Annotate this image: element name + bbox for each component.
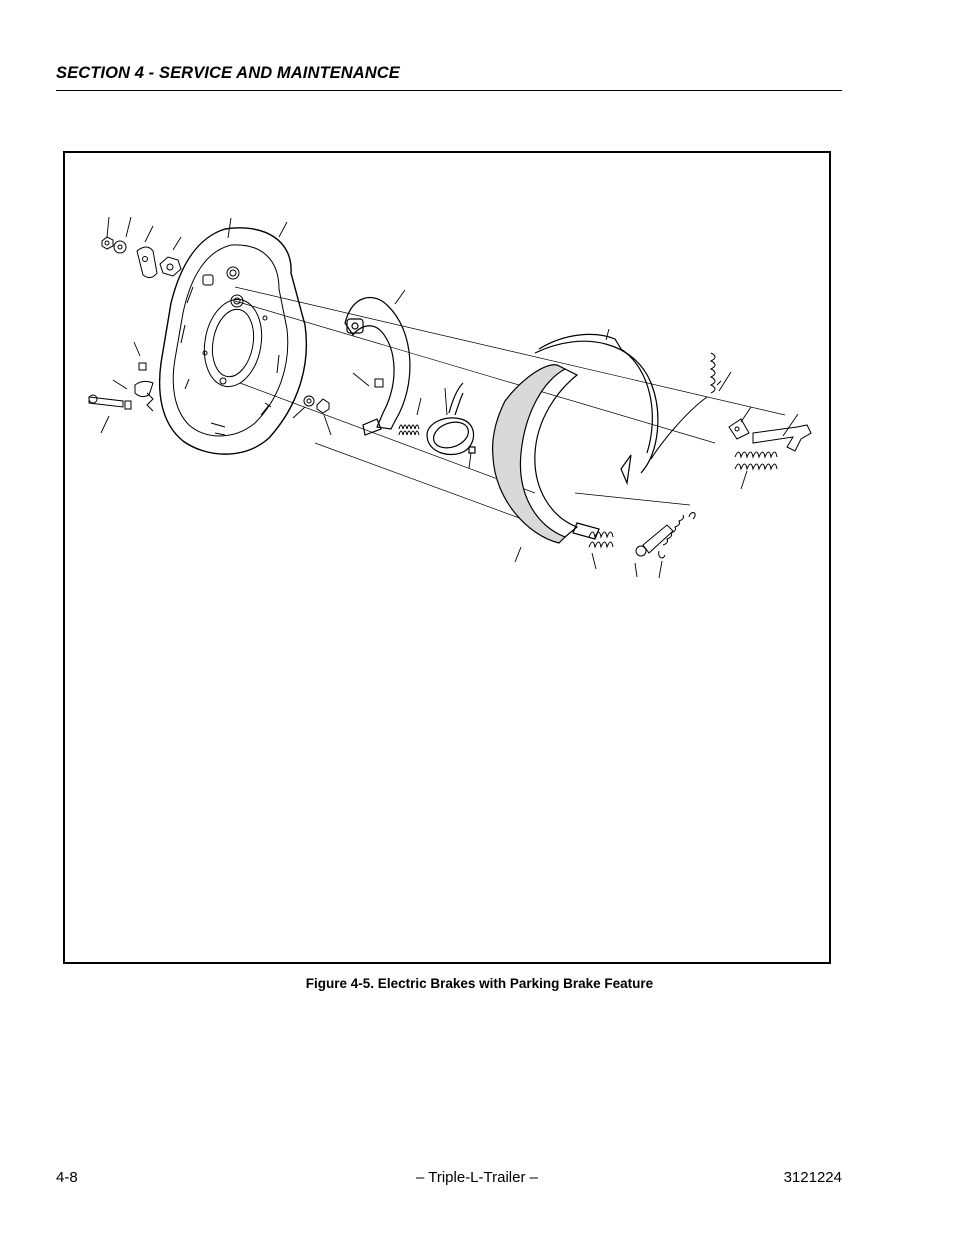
manual-title: – Triple-L-Trailer – [416, 1169, 538, 1186]
actuating-lever [344, 297, 411, 436]
magnet-spring [398, 424, 420, 436]
square-clip [374, 378, 384, 388]
document-number: 3121224 [783, 1169, 842, 1186]
return-spring-right [650, 352, 722, 460]
leader-lines [100, 216, 799, 579]
figure-caption: Figure 4-5. Electric Brakes with Parking… [0, 976, 954, 991]
brake-shoe-lining [492, 333, 659, 544]
adjuster-spring [658, 512, 696, 559]
hold-down-pin [752, 424, 812, 452]
hold-down-spring-right [734, 451, 778, 471]
nut-washer-hardware [101, 236, 182, 279]
section-title: SECTION 4 - SERVICE AND MAINTENANCE [56, 64, 400, 82]
page-header: SECTION 4 - SERVICE AND MAINTENANCE [56, 64, 842, 83]
figure-caption-text: Figure 4-5. Electric Brakes with Parking… [305, 976, 654, 991]
adjuster-bracket [728, 418, 750, 440]
mounting-bolt [88, 380, 154, 412]
header-rule [56, 90, 842, 91]
page-number: 4-8 [56, 1169, 78, 1186]
hold-down-spring-bottom [588, 531, 614, 549]
clip-hardware [138, 362, 147, 371]
adjuster-screw [635, 524, 674, 557]
electric-brake-assembly-illustration [88, 216, 812, 579]
brake-magnet [426, 382, 476, 456]
backing-plate [158, 227, 308, 455]
projection-lines [234, 286, 786, 524]
center-nut-washer [303, 395, 330, 414]
figure-frame [63, 151, 831, 964]
